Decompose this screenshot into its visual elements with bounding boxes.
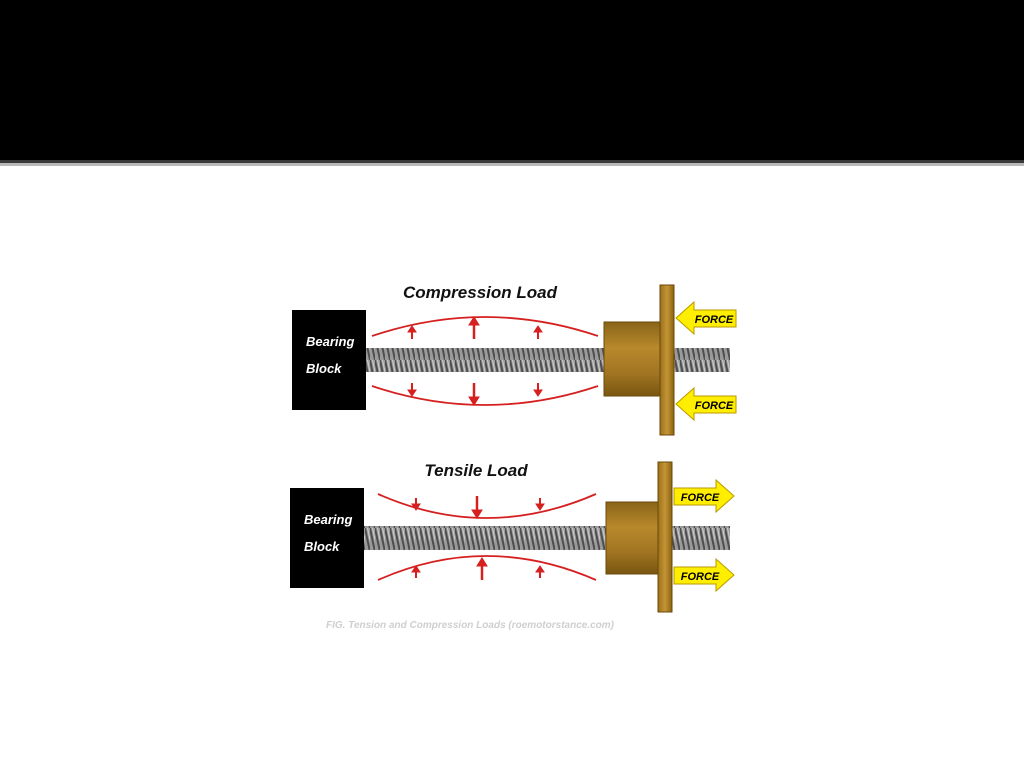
compression-stress-arrows	[407, 316, 543, 406]
compression-force-arrow-bottom: FORCE	[675, 386, 737, 422]
compression-force-label-top: FORCE	[695, 314, 734, 326]
compression-force-label-bottom: FORCE	[695, 400, 734, 412]
tensile-block-label-1: Bearing	[304, 512, 352, 527]
title-divider-shadow	[0, 163, 1024, 166]
figure-caption: FIG. Tension and Compression Loads (roem…	[326, 620, 615, 631]
tensile-bearing-block	[290, 488, 364, 588]
compression-heading: Compression Load	[403, 283, 558, 302]
tensile-stress-arrows	[411, 496, 545, 580]
compression-stress-curve-top	[371, 316, 599, 337]
tensile-stress-curve-bottom	[377, 555, 597, 581]
tensile-force-arrow-top: FORCE	[673, 478, 735, 514]
tensile-heading: Tensile Load	[424, 461, 528, 480]
tensile-force-label-bottom: FORCE	[681, 571, 720, 583]
compression-screw-shaft	[366, 348, 606, 372]
compression-stress-curve-bottom	[371, 385, 599, 406]
slide-title-bar	[0, 0, 1024, 160]
compression-nut	[603, 321, 663, 397]
tensile-force-arrow-bottom: FORCE	[673, 557, 735, 593]
compression-block-label-2: Block	[306, 361, 342, 376]
compression-force-arrow-top: FORCE	[675, 300, 737, 336]
compression-diagram: Compression Load Bearing Block	[292, 283, 737, 436]
tensile-nut	[605, 501, 661, 575]
compression-block-label-1: Bearing	[306, 334, 354, 349]
compression-bearing-block	[292, 310, 366, 410]
tensile-nut-flange	[657, 461, 673, 613]
tensile-force-label-top: FORCE	[681, 492, 720, 504]
tensile-block-label-2: Block	[304, 539, 340, 554]
compression-nut-flange	[659, 284, 675, 436]
tensile-stress-curve-top	[377, 493, 597, 519]
tensile-screw-end	[672, 526, 730, 550]
tensile-screw-shaft	[364, 526, 608, 550]
title-divider	[0, 160, 1024, 163]
tensile-diagram: Tensile Load Bearing Block	[290, 461, 735, 613]
compression-screw-end	[672, 348, 730, 372]
